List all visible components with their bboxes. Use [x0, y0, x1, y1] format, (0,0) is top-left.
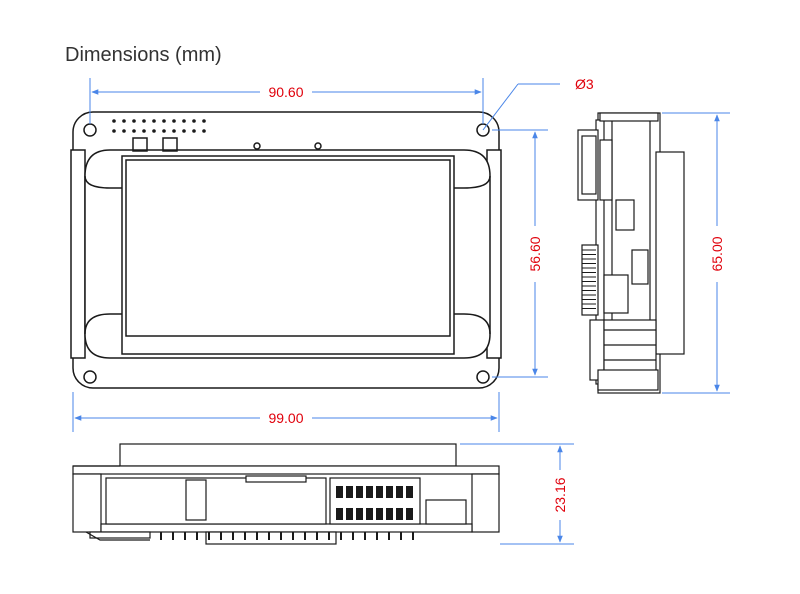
bottom-pin: [412, 532, 414, 540]
side-view: [577, 112, 685, 394]
bottom-left-post: [72, 473, 102, 533]
bottom-pin: [184, 532, 186, 540]
front-view: [70, 111, 502, 389]
speaker-grille: [112, 119, 206, 133]
header-pin: [386, 486, 393, 498]
diagram-title: Dimensions (mm): [65, 44, 222, 66]
bottom-pin: [280, 532, 282, 540]
bottom-pin: [208, 532, 210, 540]
bottom-pin: [328, 532, 330, 540]
dim-hole-spacing-height: 56.60: [527, 236, 543, 271]
side-connector-pins: [582, 249, 596, 309]
front-button-1: [132, 137, 148, 152]
header-pin: [356, 508, 363, 520]
mounting-hole-bottom-right: [476, 370, 490, 384]
mounting-hole-bottom-left: [83, 370, 97, 384]
left-side-rail: [70, 149, 86, 359]
speaker-hole: [122, 129, 126, 133]
header-pin: [346, 508, 353, 520]
bottom-view: [72, 443, 500, 545]
speaker-hole: [182, 119, 186, 123]
side-dimensions: [662, 112, 730, 394]
bottom-pin: [196, 532, 198, 540]
side-lcd: [655, 151, 685, 355]
speaker-hole: [112, 119, 116, 123]
bottom-pin: [268, 532, 270, 540]
speaker-hole: [202, 119, 206, 123]
bottom-pin: [340, 532, 342, 540]
dim-overall-width: 99.00: [268, 410, 303, 426]
bottom-dimensions: [460, 443, 574, 545]
bottom-frame-top: [72, 465, 500, 475]
bottom-pin: [304, 532, 306, 540]
speaker-hole: [132, 119, 136, 123]
header-pin: [366, 486, 373, 498]
bottom-pin: [400, 532, 402, 540]
speaker-hole: [192, 129, 196, 133]
bottom-header-pins: [160, 486, 414, 540]
header-pin: [386, 508, 393, 520]
lcd-active-area: [125, 159, 451, 337]
bottom-pin: [220, 532, 222, 540]
speaker-hole: [172, 119, 176, 123]
bottom-pin: [388, 532, 390, 540]
dim-thickness: 23.16: [552, 477, 568, 512]
bottom-pin: [292, 532, 294, 540]
header-pin: [336, 508, 343, 520]
bottom-pin: [172, 532, 174, 540]
header-pin: [346, 486, 353, 498]
speaker-hole: [132, 129, 136, 133]
dim-overall-height: 65.00: [709, 236, 725, 271]
header-pin: [356, 486, 363, 498]
speaker-hole: [172, 129, 176, 133]
speaker-hole: [192, 119, 196, 123]
bottom-pin: [376, 532, 378, 540]
speaker-hole: [152, 119, 156, 123]
header-pin: [406, 508, 413, 520]
speaker-hole: [162, 119, 166, 123]
header-pin: [336, 486, 343, 498]
bottom-right-post: [471, 473, 500, 533]
header-pin: [376, 486, 383, 498]
header-pin: [366, 508, 373, 520]
speaker-hole: [122, 119, 126, 123]
speaker-hole: [182, 129, 186, 133]
bottom-pcb: [100, 523, 473, 533]
bottom-pin: [232, 532, 234, 540]
bottom-pin: [364, 532, 366, 540]
dim-top-width: 90.60: [268, 84, 303, 100]
bottom-pin: [160, 532, 162, 540]
front-dimensions: [72, 78, 560, 432]
header-pin: [396, 486, 403, 498]
bottom-lcd: [119, 443, 457, 467]
speaker-hole: [202, 129, 206, 133]
header-pin: [406, 486, 413, 498]
speaker-hole: [162, 129, 166, 133]
bottom-pin: [352, 532, 354, 540]
header-pin: [396, 508, 403, 520]
speaker-hole: [112, 129, 116, 133]
speaker-hole: [152, 129, 156, 133]
dim-hole-diameter: Ø3: [575, 76, 594, 92]
front-button-2: [162, 137, 178, 152]
bottom-pin: [316, 532, 318, 540]
header-pin: [376, 508, 383, 520]
speaker-hole: [142, 129, 146, 133]
speaker-hole: [142, 119, 146, 123]
bottom-pin: [244, 532, 246, 540]
bottom-pin: [256, 532, 258, 540]
